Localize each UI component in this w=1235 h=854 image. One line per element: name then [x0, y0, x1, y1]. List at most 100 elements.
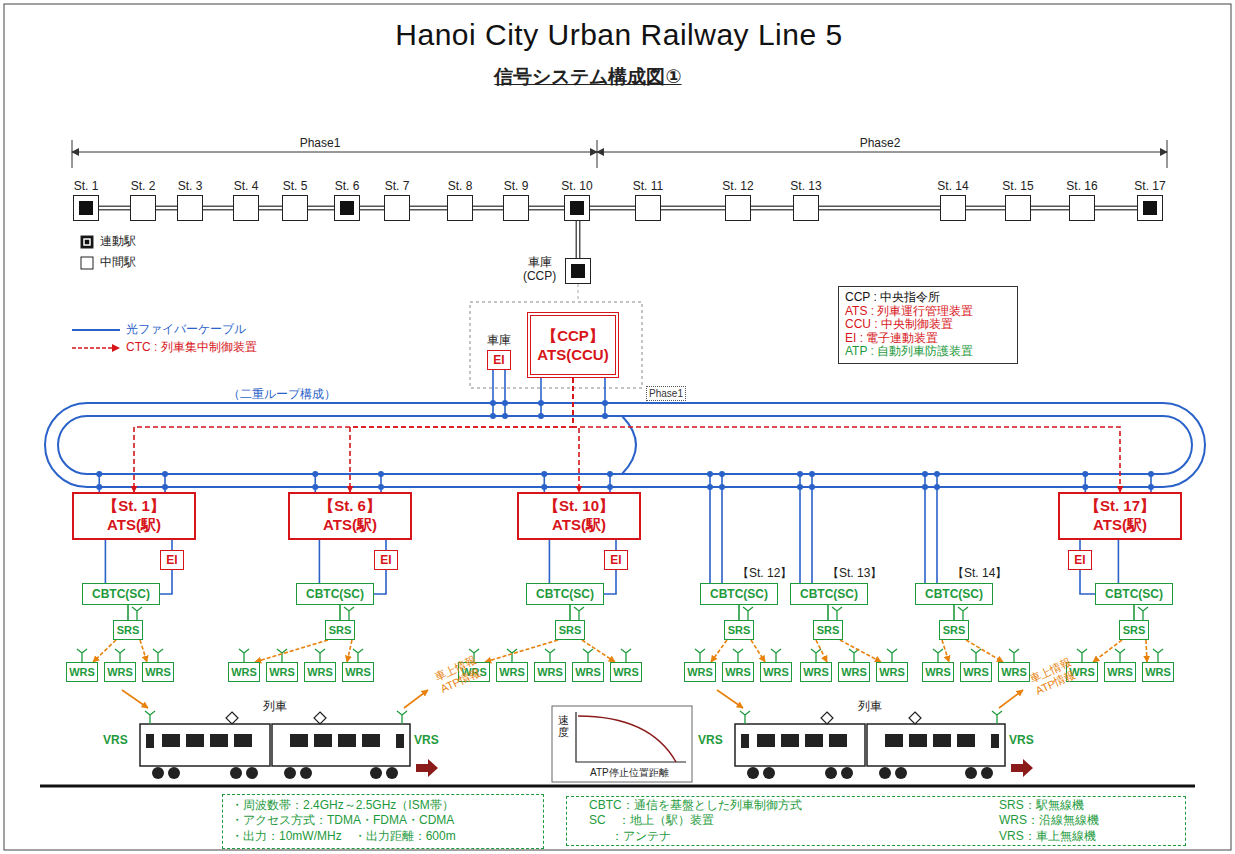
abbreviation-box: CCP : 中央指令所ATS : 列車運行管理装置CCU : 中央制御装置EI … — [838, 286, 1018, 364]
drawing-part — [936, 474, 938, 583]
interlocking-box: EI — [374, 550, 398, 570]
node-text: ・アクセス方式：TDMA・FDMA・CDMA — [231, 813, 454, 829]
fiber-line — [1080, 570, 1095, 594]
track-line — [1031, 206, 1069, 211]
drawing-part — [849, 649, 859, 662]
node-heading: St. 1 — [74, 179, 99, 193]
interlocking-box: 車庫EI — [487, 350, 511, 370]
node-text: ：アンテナ — [611, 829, 671, 845]
node-text: WRS — [1145, 666, 1171, 678]
node-text: CBTC(SC) — [1105, 587, 1163, 601]
ats-box: 【St. 10】ATS(駅) — [517, 492, 641, 540]
node-text: WRS — [231, 666, 257, 678]
phase-tag: Phase1 — [646, 386, 686, 401]
drawing-part — [378, 484, 384, 490]
drawing-part — [607, 471, 613, 477]
interlocking-box: EI — [160, 550, 184, 570]
label-text: VRS — [414, 733, 439, 747]
track-line — [661, 206, 725, 211]
station-box: St. 15 — [1005, 195, 1031, 221]
ccp-enclosure — [470, 302, 642, 388]
drawing-part — [1009, 649, 1019, 662]
drawing-part — [709, 474, 711, 583]
ats-box: 【St. 6】ATS(駅) — [288, 492, 412, 540]
drawing-part — [77, 649, 87, 662]
node-text: Phase1 — [649, 388, 683, 399]
track-inner — [360, 207, 384, 209]
legend-text: 連動駅 — [100, 233, 136, 250]
label-text: Phase2 — [860, 136, 901, 150]
node-heading: St. 13 — [790, 179, 821, 193]
radio-arrow — [347, 640, 352, 662]
legend-entry: 中間駅 — [80, 254, 136, 271]
node-text: EI — [166, 553, 177, 567]
track-inner — [751, 207, 793, 209]
wayside-radio-box: WRS — [266, 662, 298, 682]
fiber-line — [1079, 540, 1081, 550]
node-heading: St. 15 — [1002, 179, 1033, 193]
station-box: St. 14 — [940, 195, 966, 221]
cbtc-box: 【St. 12】CBTC(SC) — [700, 583, 778, 605]
wayside-radio-box: WRS — [1142, 662, 1174, 682]
station-radio-box: SRS — [113, 620, 143, 640]
radio-link — [953, 605, 955, 620]
drawing-part — [771, 649, 781, 662]
drawing-part — [743, 607, 753, 620]
node-heading: 【St. 13】 — [827, 565, 882, 582]
node-text: WRS：沿線無線機 — [999, 813, 1099, 829]
drawing-part — [162, 484, 168, 490]
radio-arrow — [966, 640, 1003, 662]
station-box: St. 3 — [177, 195, 203, 221]
drawing-part — [922, 484, 928, 490]
node-text: WRS — [841, 666, 867, 678]
drawing-part — [504, 370, 506, 416]
node-text: WRS — [763, 666, 789, 678]
wayside-radio-box: WRS — [534, 662, 566, 682]
cbtc-box: 【St. 14】CBTC(SC) — [915, 583, 993, 605]
node-heading: 車庫 (CCP) — [519, 256, 560, 284]
node-text: SRS — [559, 624, 582, 636]
label-text: 列車 — [263, 698, 287, 715]
drawing-part — [797, 471, 803, 477]
fiber-line — [615, 540, 617, 550]
antenna-symbols — [77, 607, 1163, 842]
radio-link — [827, 605, 829, 620]
drawing-part — [721, 474, 723, 583]
radio-arrow — [840, 640, 881, 662]
wayside-radio-box: WRS — [142, 662, 174, 682]
node-heading: St. 2 — [131, 179, 156, 193]
node-text: SRS：駅無線機 — [999, 798, 1084, 814]
radio-arrow — [93, 640, 116, 662]
wayside-radio-box: WRS — [838, 662, 870, 682]
radio-arrow — [1146, 640, 1147, 662]
cbtc-box: 【St. 13】CBTC(SC) — [790, 583, 868, 605]
legend-text: 中間駅 — [100, 254, 136, 271]
legend-text: 光ファイバーケーブル — [126, 321, 246, 338]
drawing-part — [1115, 649, 1125, 662]
node-text: WRS — [803, 666, 829, 678]
cbtc-box: CBTC(SC) — [1095, 583, 1173, 605]
radio-arrow — [140, 640, 147, 662]
node-heading: 【St. 12】 — [737, 565, 792, 582]
node-text: WRS — [145, 666, 171, 678]
radio-link — [127, 605, 129, 620]
node-text: WRS — [613, 666, 639, 678]
node-text: WRS — [963, 666, 989, 678]
wayside-radio-box: WRS — [1104, 662, 1136, 682]
wayside-radio-box: WRS — [572, 662, 604, 682]
drawing-part — [707, 471, 713, 477]
station-box: St. 9 — [503, 195, 529, 221]
drawing-part — [492, 370, 494, 416]
label-text: VRS — [103, 733, 128, 747]
label-text: ATP停止位置距離 — [590, 766, 669, 780]
drawing-part — [719, 484, 725, 490]
drawing-part — [1082, 484, 1088, 490]
label-text: Phase1 — [300, 136, 341, 150]
track-line — [203, 206, 233, 211]
drawing-part — [115, 649, 125, 662]
node-text: ATS(駅) — [323, 516, 377, 535]
wayside-radio-box: WRS — [66, 662, 98, 682]
drawing-part — [312, 484, 318, 490]
